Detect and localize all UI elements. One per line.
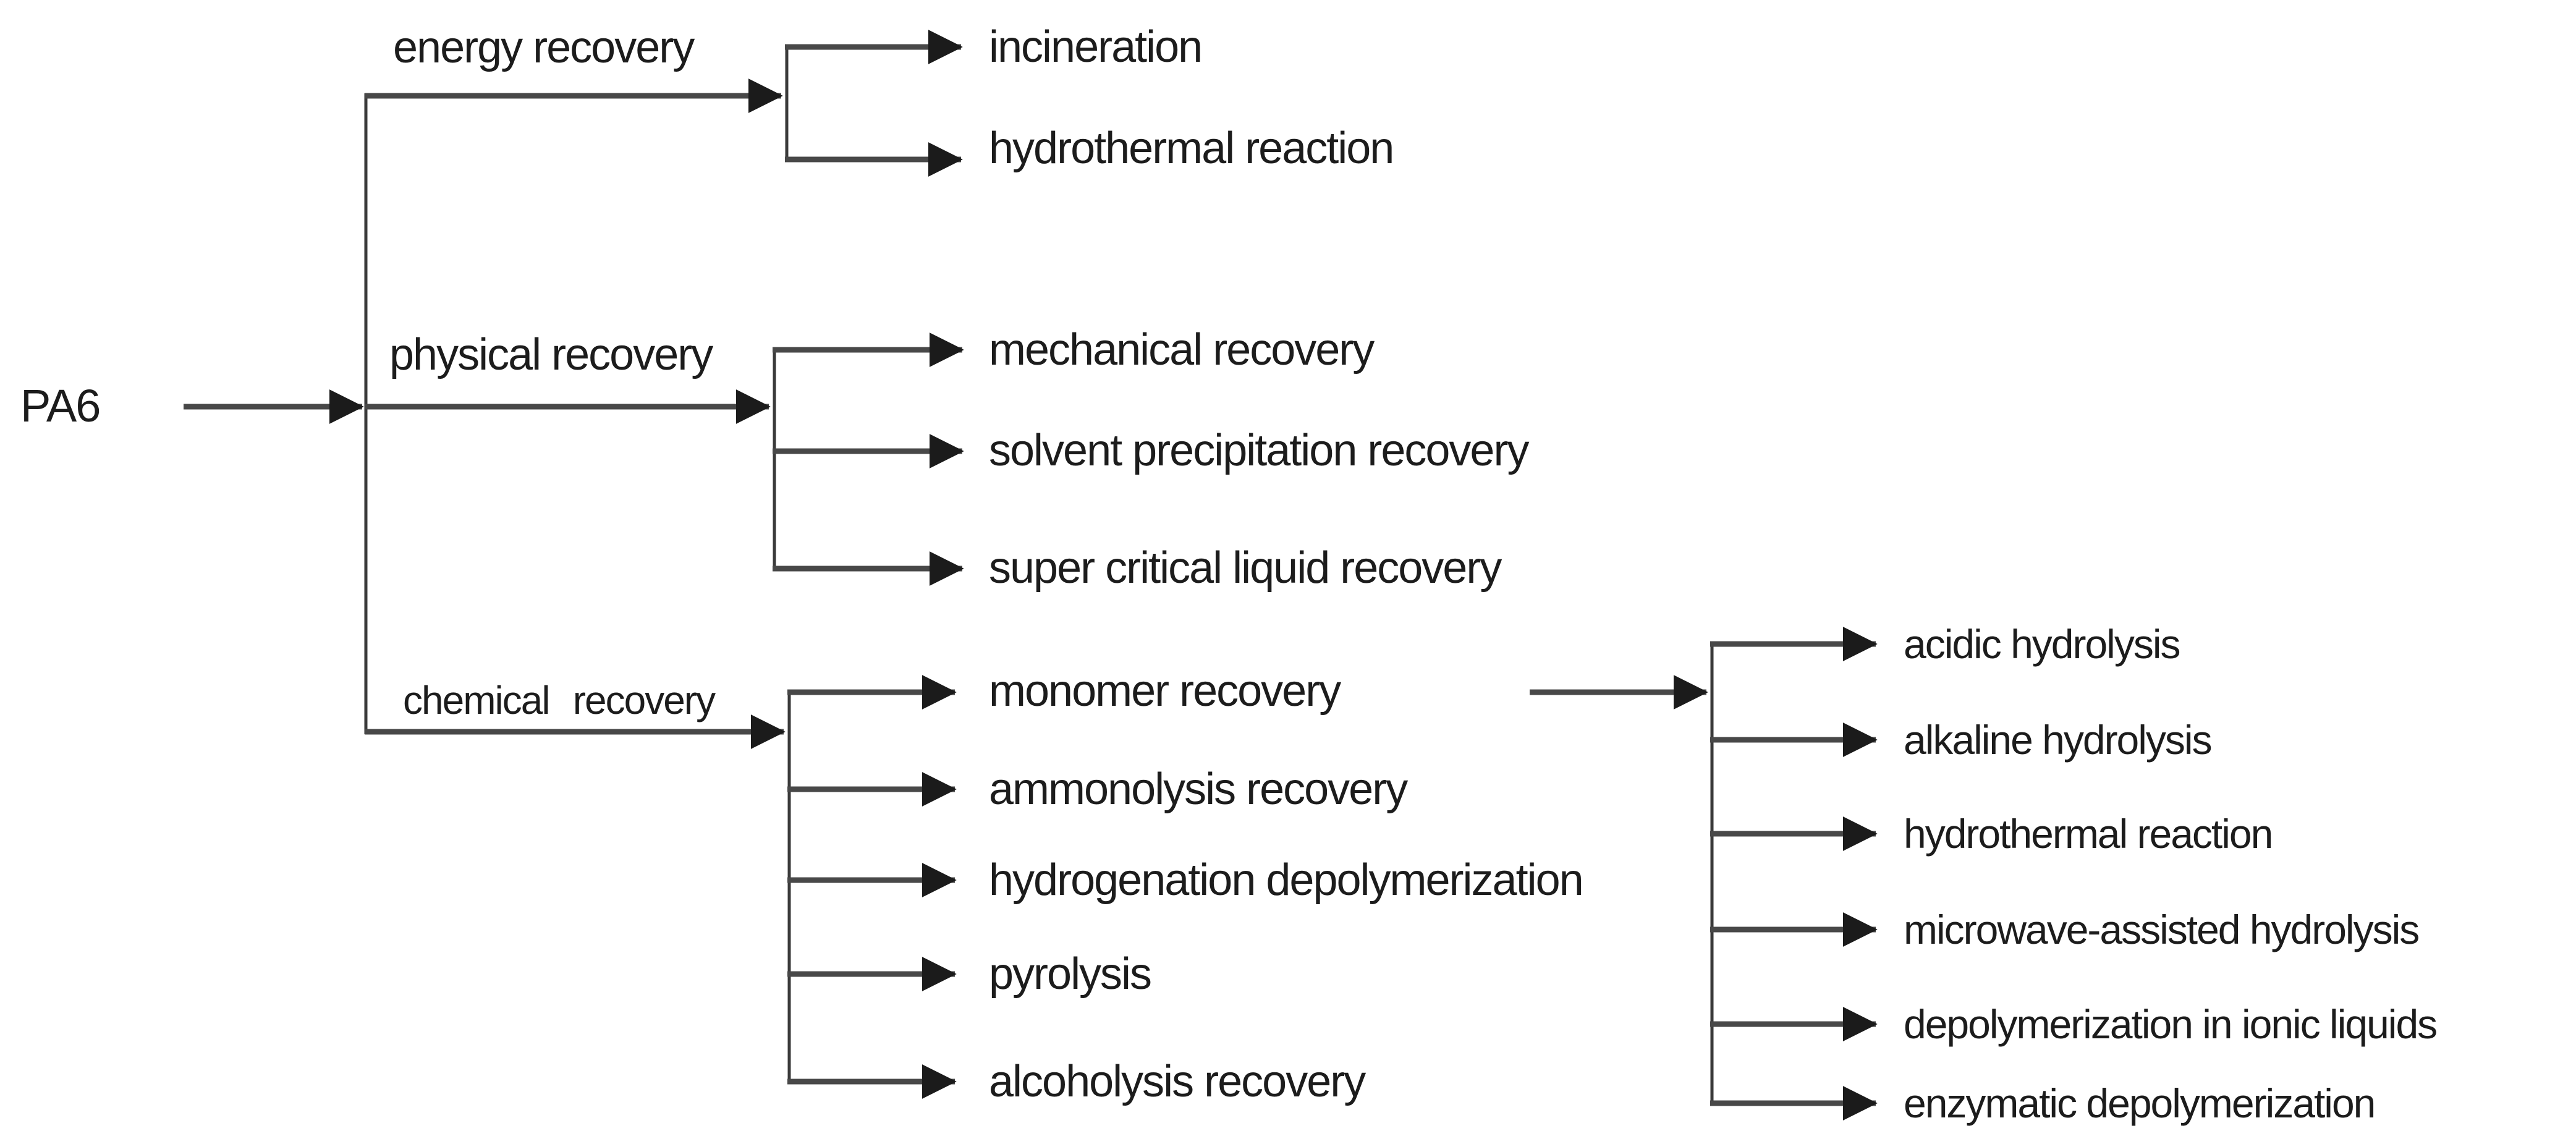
node-hydrogenation-depolymerization: hydrogenation depolymerization: [989, 855, 1584, 905]
node-super-critical-liquid: super critical liquid recovery: [989, 543, 1502, 593]
node-hydrothermal-reaction-monomer: hydrothermal reaction: [1904, 811, 2273, 857]
node-chemical-recovery: chemical recovery: [403, 678, 716, 722]
node-pa6: PA6: [20, 380, 101, 431]
node-hydrothermal-reaction: hydrothermal reaction: [989, 124, 1394, 173]
node-pyrolysis: pyrolysis: [989, 949, 1152, 999]
node-monomer-recovery: monomer recovery: [989, 666, 1341, 716]
node-enzymatic-depolymerization: enzymatic depolymerization: [1904, 1080, 2376, 1126]
node-microwave-assisted-hydrolysis: microwave-assisted hydrolysis: [1904, 907, 2420, 952]
node-alcoholysis-recovery: alcoholysis recovery: [989, 1057, 1366, 1106]
node-mechanical-recovery: mechanical recovery: [989, 325, 1375, 375]
node-solvent-precipitation: solvent precipitation recovery: [989, 426, 1529, 475]
node-alkaline-hydrolysis: alkaline hydrolysis: [1904, 717, 2213, 763]
node-acidic-hydrolysis: acidic hydrolysis: [1904, 621, 2180, 667]
node-incineration: incineration: [989, 22, 1203, 72]
node-ammonolysis-recovery: ammonolysis recovery: [989, 765, 1408, 814]
node-physical-recovery: physical recovery: [389, 330, 713, 379]
node-energy-recovery: energy recovery: [393, 23, 695, 72]
node-depolymerization-ionic-liquids: depolymerization in ionic liquids: [1904, 1001, 2438, 1047]
